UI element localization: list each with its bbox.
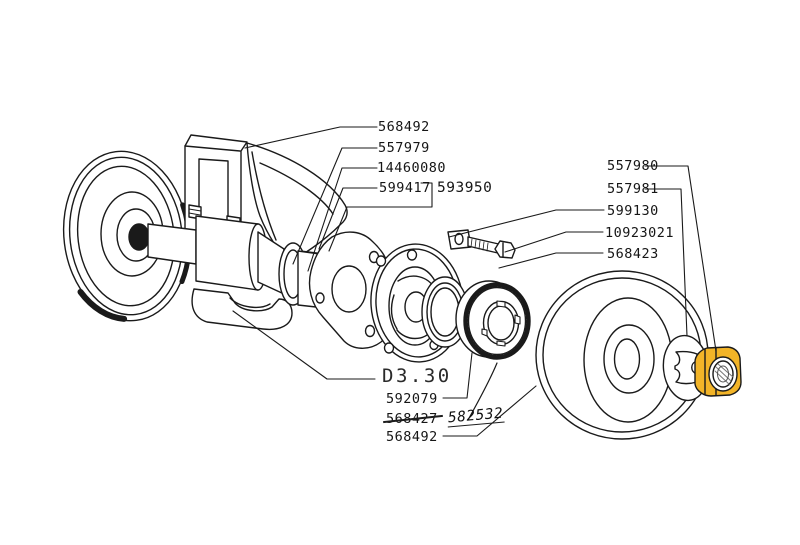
handwritten-leader-line [467, 362, 498, 421]
part-number-label[interactable]: 568423 [607, 246, 659, 262]
hub-flange-drawing [308, 231, 392, 349]
axle-housing-drawing [246, 142, 348, 263]
part-number-label[interactable]: 599130 [607, 203, 659, 219]
part-number-label-crossed-out[interactable]: 568427 [386, 411, 438, 427]
part-number-label[interactable]: 557979 [378, 140, 430, 156]
drawing-reference-label: D3.30 [382, 365, 452, 387]
part-number-label[interactable]: 557980 [607, 158, 659, 174]
support-clamp-drawing [184, 134, 248, 232]
assembly-group-label[interactable]: 593950 [437, 180, 493, 196]
housing-foot-drawing [191, 288, 293, 331]
lock-plate-bolt-drawing [447, 229, 516, 259]
part-number-label[interactable]: 599417 [379, 180, 431, 196]
part-number-label[interactable]: 592079 [386, 391, 438, 407]
part-number-label[interactable]: 568492 [386, 429, 438, 445]
rear-pulley-drawing [535, 270, 709, 440]
axle-nut-highlighted-drawing[interactable] [694, 346, 742, 397]
part-number-label[interactable]: 10923021 [605, 225, 675, 241]
part-number-label[interactable]: 14460080 [377, 160, 447, 176]
part-number-label[interactable]: 568492 [378, 119, 430, 135]
wheel-bore [128, 223, 150, 251]
leader-lines [232, 126, 717, 437]
roller-bearing-drawing [455, 280, 531, 360]
part-number-label[interactable]: 557981 [607, 181, 659, 197]
